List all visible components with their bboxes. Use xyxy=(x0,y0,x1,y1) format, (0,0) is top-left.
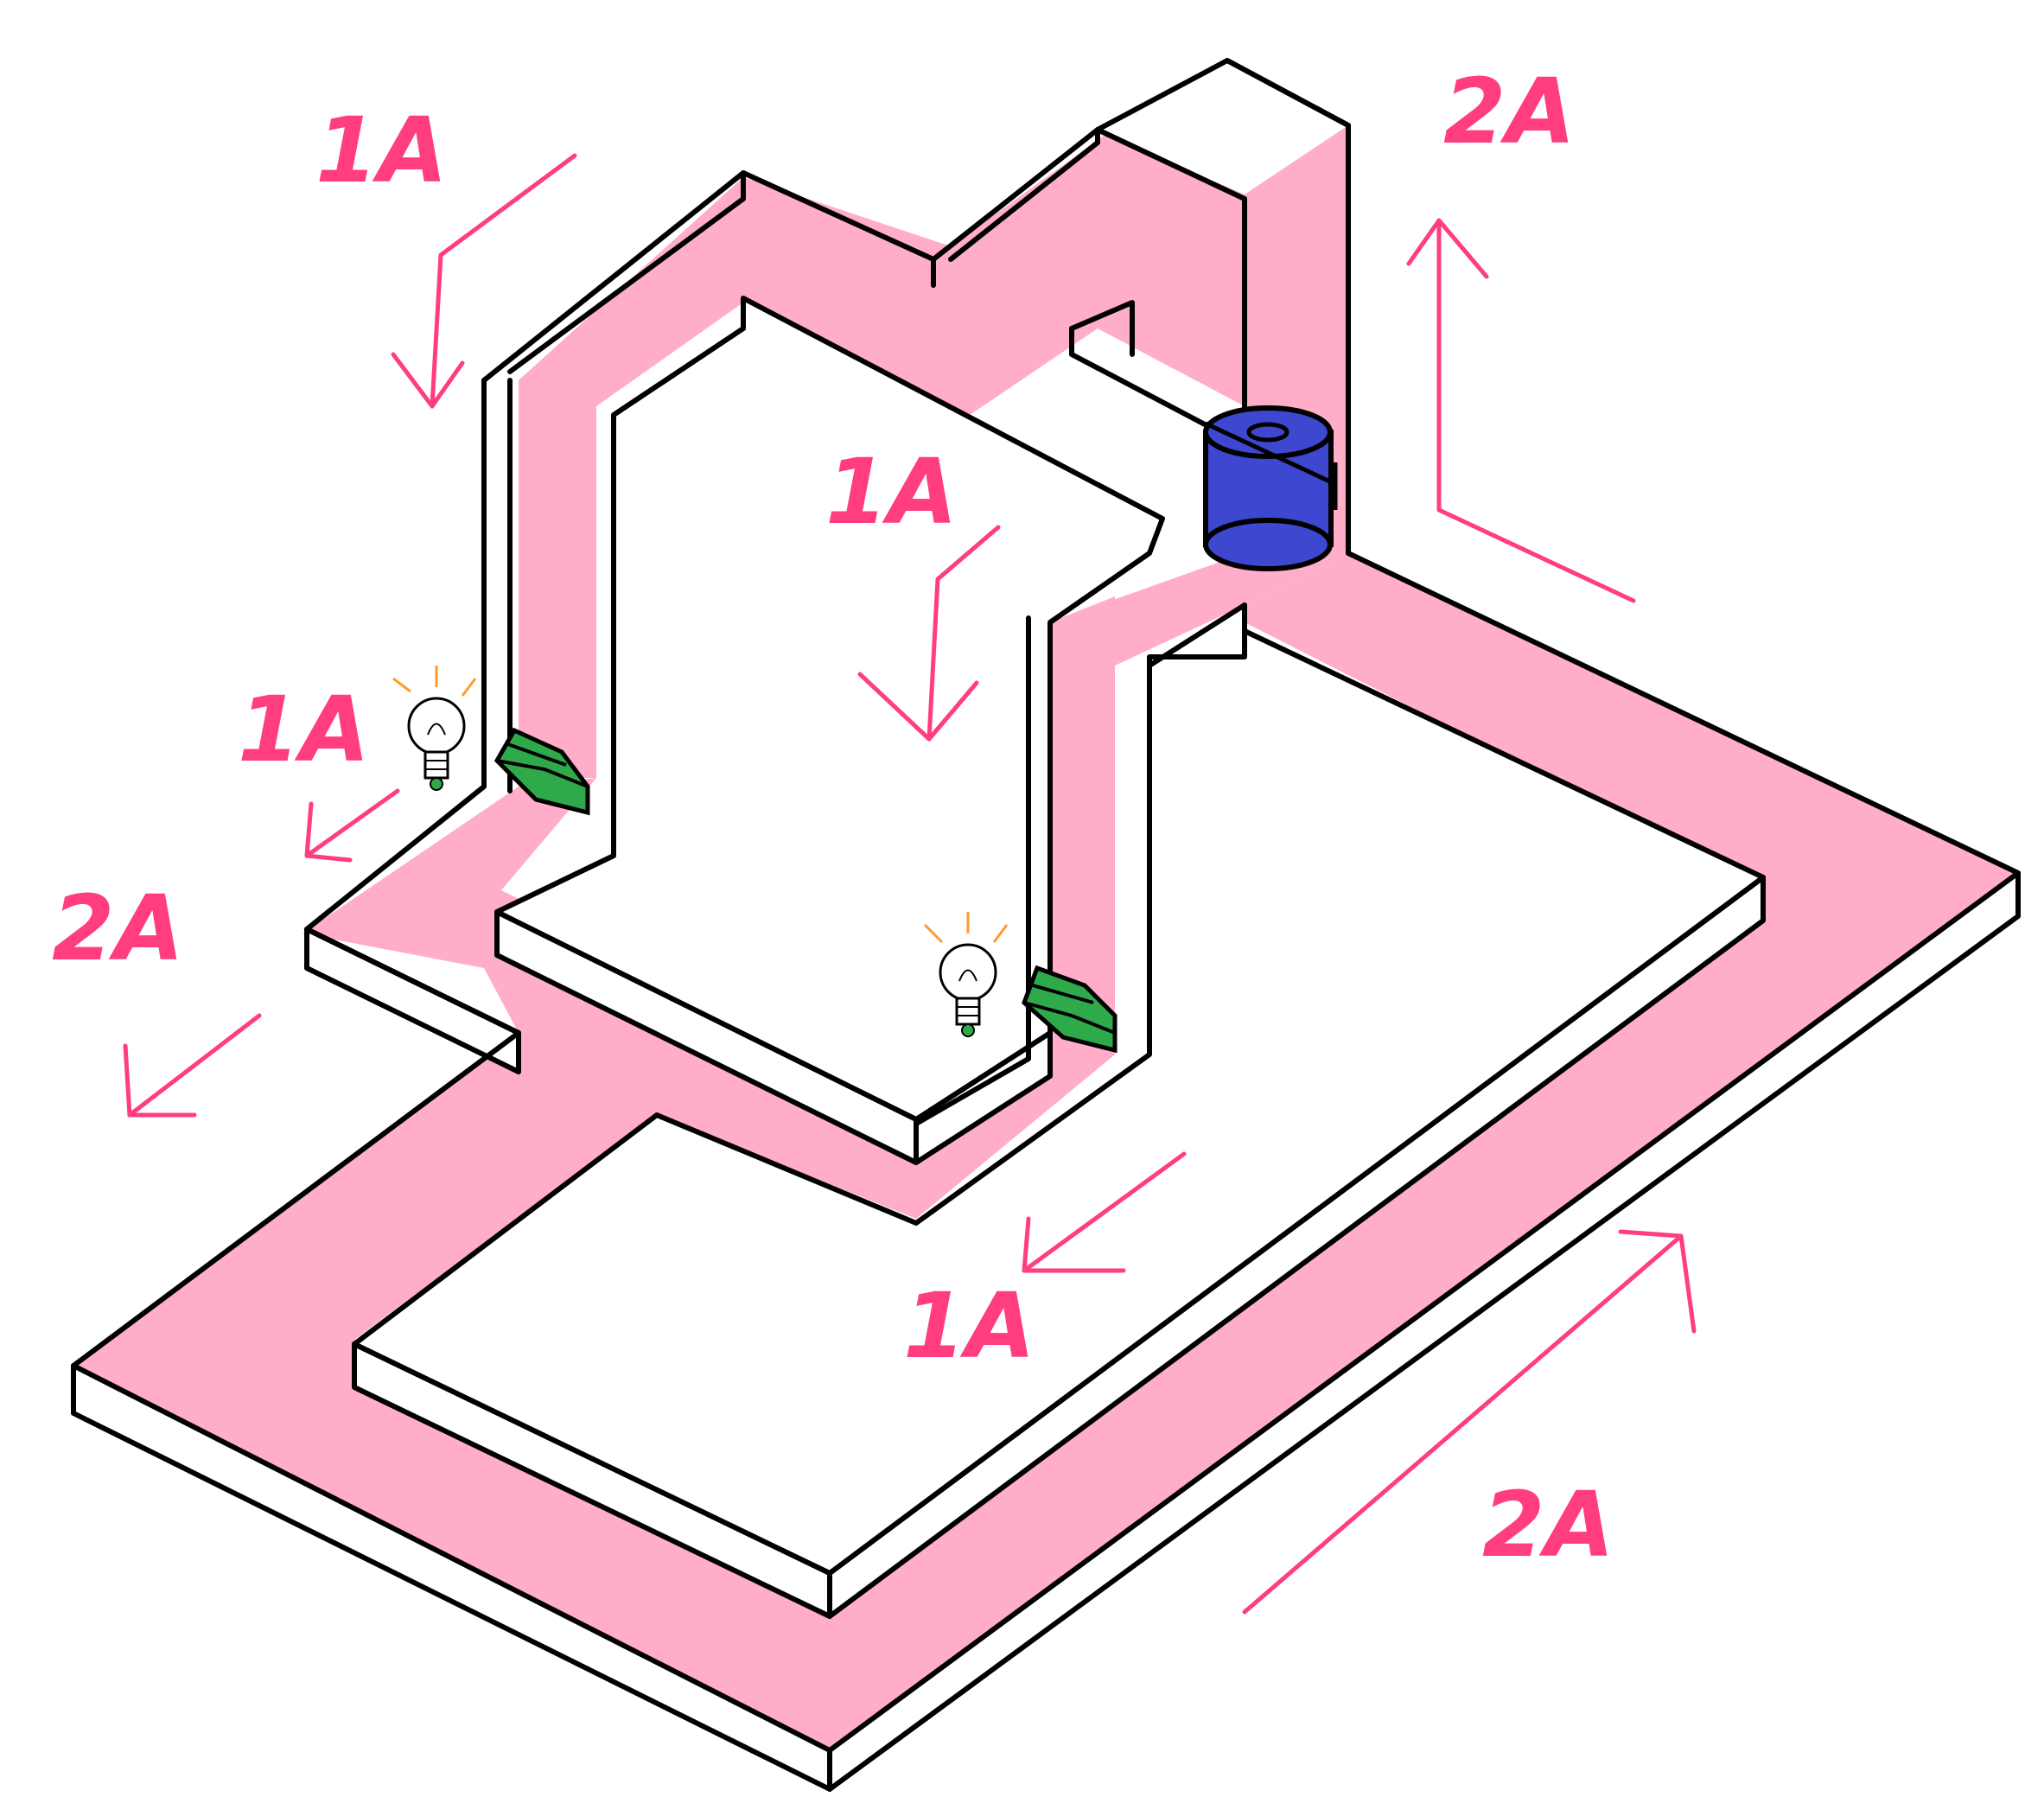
arrow-up-icon xyxy=(1406,218,1636,603)
label-bottom-right: 2A xyxy=(1482,1472,1614,1577)
arrow-down-left-icon xyxy=(304,788,400,863)
battery-icon xyxy=(1203,405,1338,571)
arrow-up-right-icon xyxy=(1242,1229,1697,1615)
label-bottom-center: 1A xyxy=(903,1273,1035,1379)
current-labels: 1A 1A 1A 2A 1A 2A 2A xyxy=(52,59,1614,1577)
light-bulb-icon xyxy=(923,912,1009,1037)
light-bulb-icon xyxy=(392,666,477,791)
inner-plateau xyxy=(494,296,1165,1165)
label-top-left: 1A xyxy=(315,98,448,203)
label-center: 1A xyxy=(825,439,958,545)
arrow-left-icon xyxy=(1022,1151,1187,1273)
label-left-middle: 1A xyxy=(238,677,370,782)
outer-base xyxy=(71,870,2021,1792)
arrow-down-icon xyxy=(857,525,1001,742)
resistor-icon xyxy=(493,727,590,816)
resistor-icon xyxy=(1022,965,1118,1054)
label-left-lower: 2A xyxy=(52,876,184,981)
lower-plateau xyxy=(352,628,1766,1619)
arrow-down-icon xyxy=(391,153,577,409)
label-top-right: 2A xyxy=(1443,59,1576,164)
current-arrows xyxy=(123,153,1697,1615)
arrow-down-left-icon xyxy=(123,1013,262,1118)
